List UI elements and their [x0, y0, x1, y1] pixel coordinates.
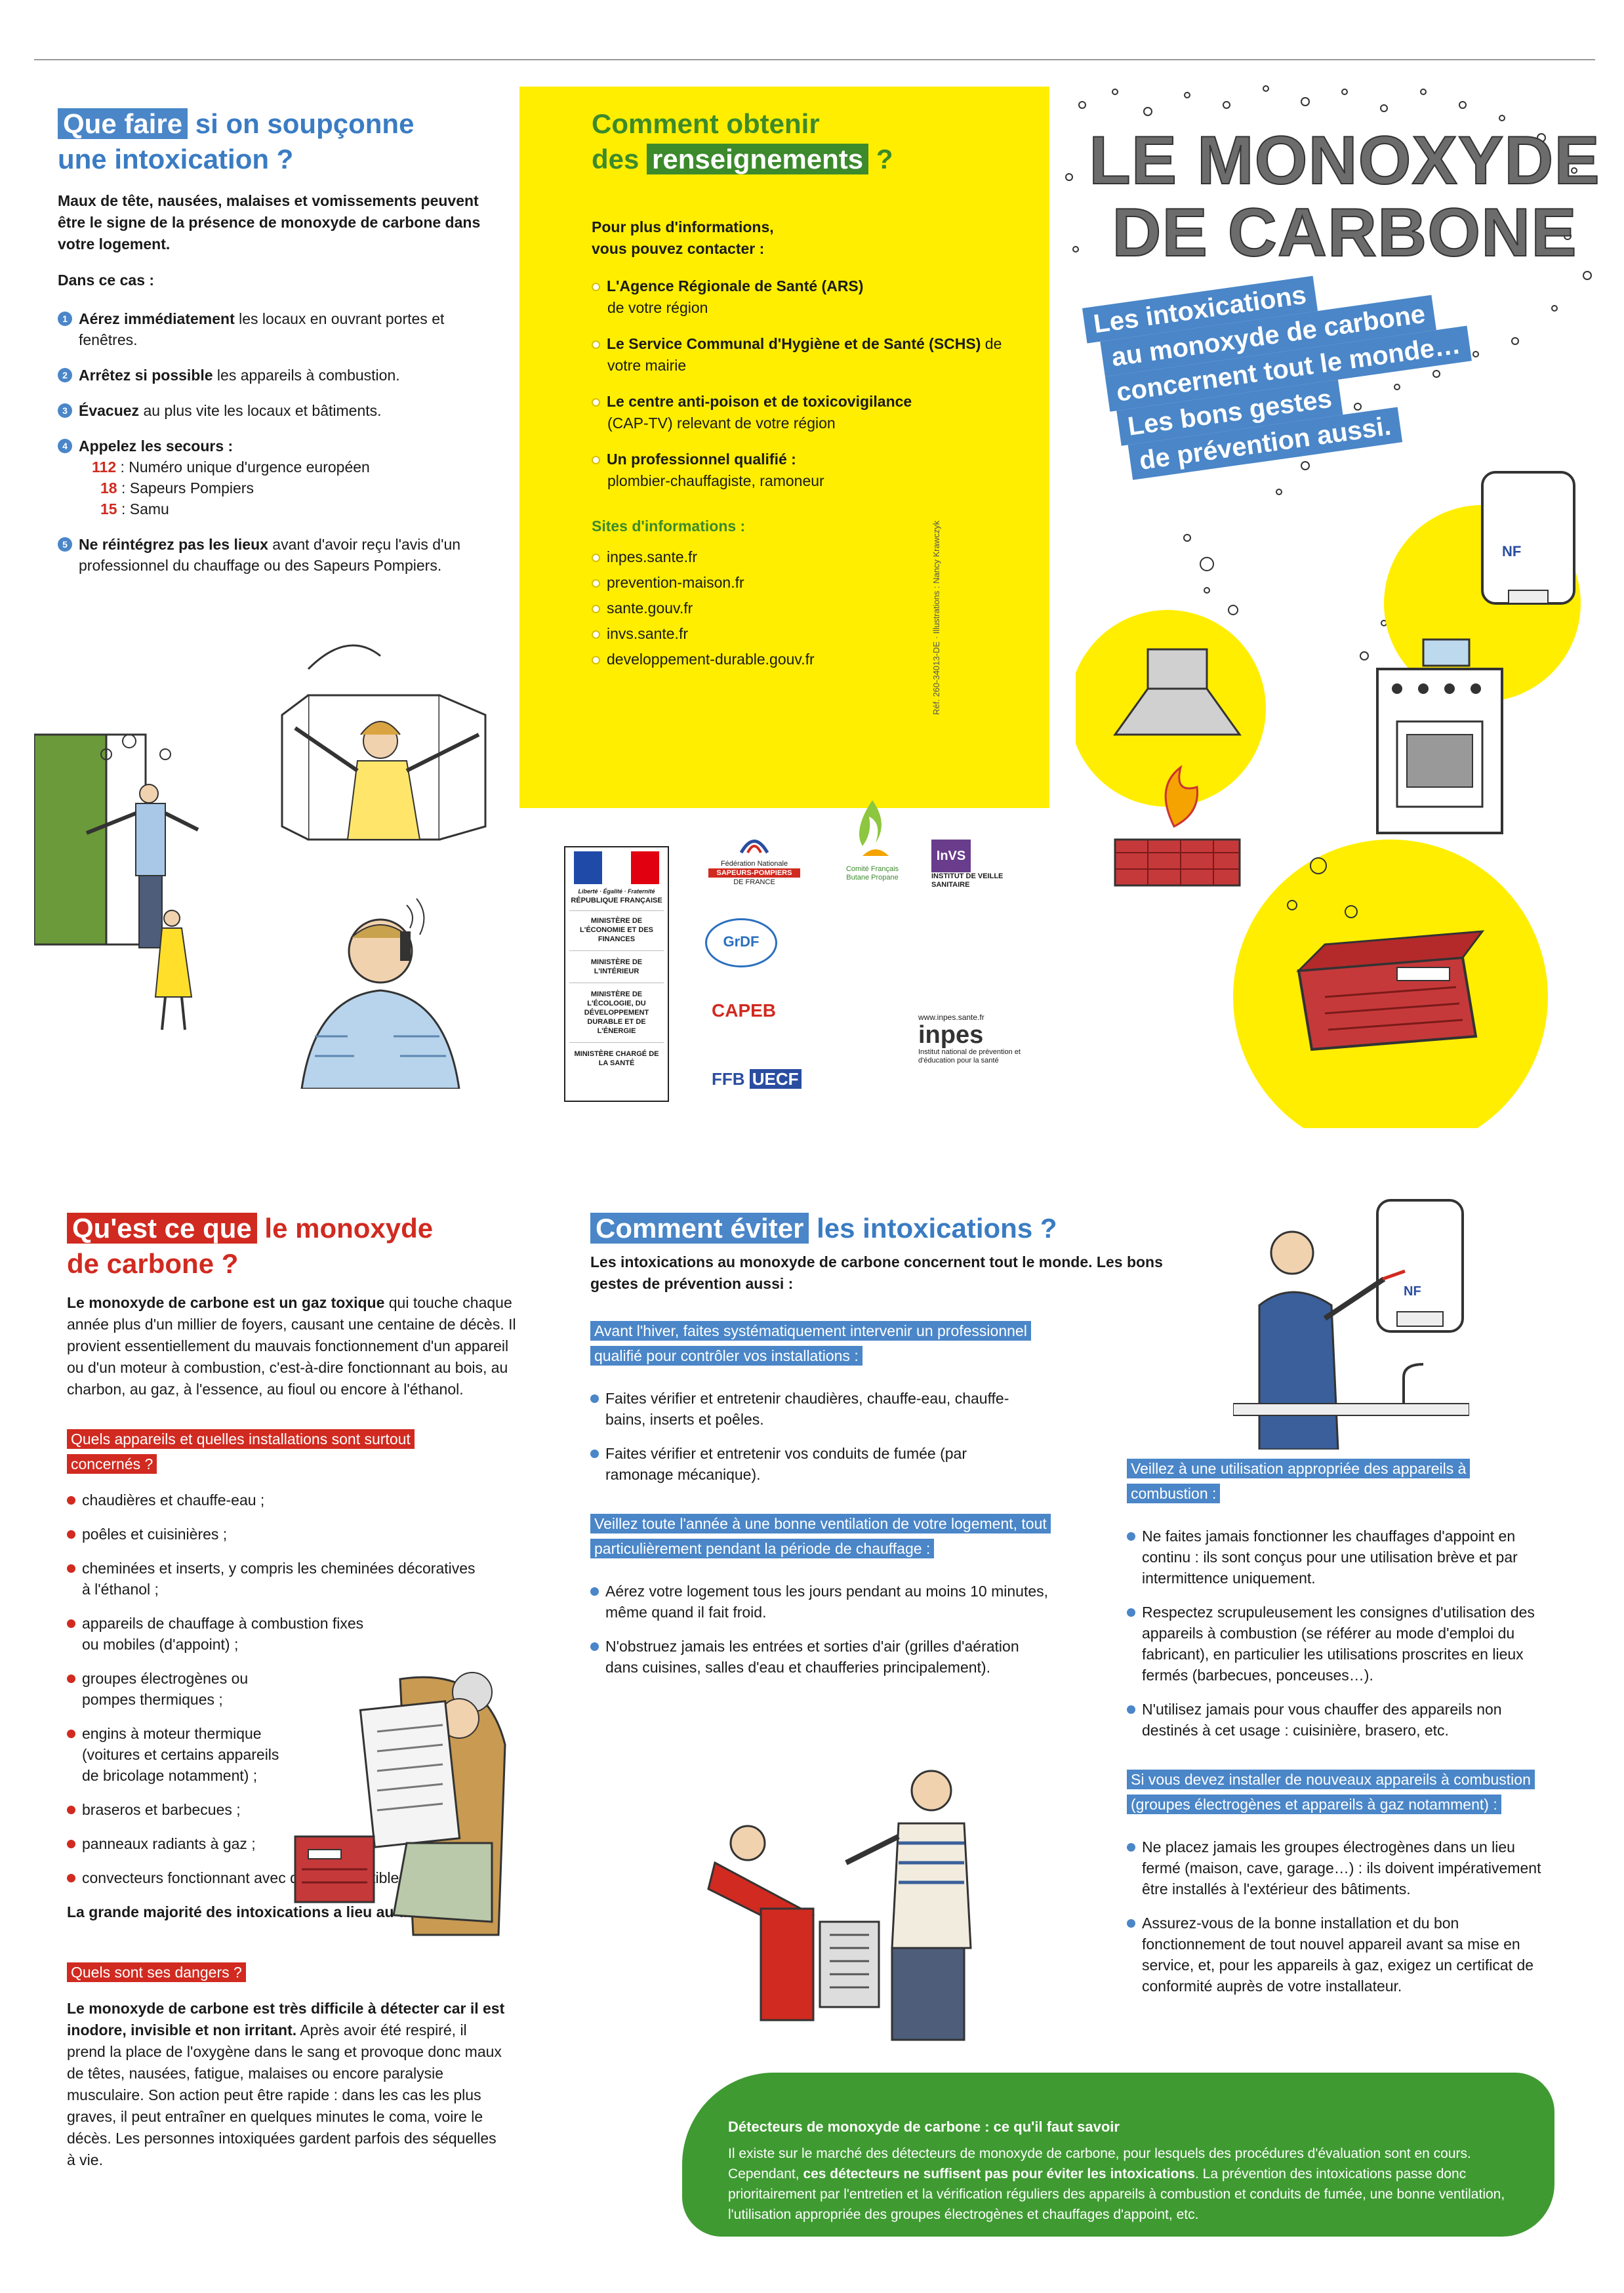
eviter-band-1: Avant l'hiver, faites systématiquement i…	[590, 1318, 1049, 1368]
eviter-item: Ne faites jamais fonctionner les chauffa…	[1127, 1526, 1547, 1589]
illustration-door-man	[34, 733, 199, 1030]
appareils-list: chaudières et chauffe-eau ; poêles et cu…	[67, 1490, 519, 1888]
eviter-item: Assurez-vous de la bonne installation et…	[1127, 1913, 1547, 1997]
illustration-vent-people	[707, 1770, 972, 2041]
sites-title: Sites d'informations :	[592, 517, 746, 535]
secours-list: 112 : Numéro unique d'urgence européen 1…	[92, 458, 370, 517]
site-link[interactable]: inpes.sante.fr	[592, 546, 1011, 568]
appareils-band: Quels appareils et quelles installations…	[67, 1427, 460, 1476]
invs-logo: InVS INSTITUT DE VEILLE SANITAIRE	[931, 840, 1030, 889]
dangers-text: Le monoxyde de carbone est très difficil…	[67, 2000, 505, 2168]
illustration-plumber	[1233, 1199, 1469, 1450]
site-link[interactable]: prevention-maison.fr	[592, 572, 1011, 594]
grdf-logo: GrDF	[705, 918, 777, 967]
illustration-window-woman	[281, 644, 487, 841]
eviter-list-3: Ne faites jamais fonctionner les chauffa…	[1127, 1526, 1547, 1741]
appareil-item: chaudières et chauffe-eau ;	[67, 1490, 519, 1511]
eviter-item: Aérez votre logement tous les jours pend…	[590, 1581, 1049, 1623]
eviter-item: Faites vérifier et entretenir chaudières…	[590, 1388, 1036, 1430]
cover-appliances-illustration	[1076, 471, 1581, 1128]
quest-intro: Le monoxyde de carbone est un gaz toxiqu…	[67, 1294, 516, 1398]
marianne-icon	[574, 851, 659, 884]
site-link[interactable]: invs.sante.fr	[592, 623, 1011, 645]
renseignements-intro: Pour plus d'informations, vous pouvez co…	[592, 218, 774, 257]
appareil-item: cheminées et inserts, y compris les chem…	[67, 1558, 487, 1600]
sites-list: inpes.sante.fr prevention-maison.fr sant…	[592, 546, 1011, 670]
que-faire-section: Que faire si on soupçonne une intoxicati…	[58, 106, 504, 590]
plumber-nf-mark: NF	[1404, 1284, 1421, 1299]
que-faire-intro: Maux de tête, nausées, malaises et vomis…	[58, 192, 481, 253]
eviter-item: Faites vérifier et entretenir vos condui…	[590, 1443, 1036, 1485]
quest-title: Qu'est ce que le monoxyde de carbone ?	[67, 1213, 434, 1279]
appareil-item: braseros et barbecues ;	[67, 1799, 519, 1820]
cover-title: LE MONOXYDE DE CARBONE	[1088, 123, 1600, 271]
appareil-item: appareils de chauffage à combustion fixe…	[67, 1613, 375, 1655]
fnsp-icon	[739, 840, 769, 854]
que-faire-title: Que faire si on soupçonne une intoxicati…	[58, 108, 415, 174]
vertical-credit: Réf. 260-34013-DE · Illustrations : Nanc…	[931, 520, 941, 715]
capeb-logo: CAPEB	[712, 1000, 777, 1021]
cfbp-flame-icon	[859, 800, 889, 856]
cfbp-logo: Comité Français Butane Propane	[830, 797, 915, 882]
dans-ce-cas: Dans ce cas :	[58, 272, 155, 289]
illustration-reading-woman	[294, 1672, 506, 1936]
appareil-item: poêles et cuisinières ;	[67, 1524, 519, 1545]
detecteurs-title: Détecteurs de monoxyde de carbone : ce q…	[728, 2119, 1120, 2135]
ffb-uecf-logo: FFB UECF	[712, 1069, 802, 1089]
eviter-list-2: Aérez votre logement tous les jours pend…	[590, 1581, 1049, 1678]
eviter-band-2: Veillez toute l'année à une bonne ventil…	[590, 1511, 1051, 1561]
renseignements-section: Comment obtenir des renseignements ? Pou…	[592, 106, 1011, 674]
site-link[interactable]: sante.gouv.fr	[592, 598, 1011, 619]
detecteurs-box: Détecteurs de monoxyde de carbone : ce q…	[682, 2073, 1554, 2237]
eviter-right-column: Veillez à une utilisation appropriée des…	[1127, 1456, 1547, 2010]
eviter-band-3: Veillez à une utilisation appropriée des…	[1127, 1456, 1547, 1506]
quest-section: Qu'est ce que le monoxyde de carbone ? L…	[67, 1211, 519, 2171]
eviter-band-4: Si vous devez installer de nouveaux appa…	[1127, 1767, 1547, 1817]
detecteurs-text: Il existe sur le marché des détecteurs d…	[728, 2146, 1505, 2222]
contact-item: Le centre anti-poison et de toxicovigila…	[592, 391, 1011, 434]
site-link[interactable]: developpement-durable.gouv.fr	[592, 649, 1011, 670]
renseignements-title: Comment obtenir des renseignements ?	[592, 108, 893, 174]
eviter-list-4: Ne placez jamais les groupes électrogène…	[1127, 1836, 1547, 1997]
renseignements-panel	[519, 87, 1049, 808]
appareil-item: groupes électrogènes ou pompes thermique…	[67, 1668, 303, 1710]
contact-item: Un professionnel qualifié :plombier-chau…	[592, 449, 1011, 492]
eviter-item: Respectez scrupuleusement les consignes …	[1127, 1602, 1547, 1686]
dangers-band: Quels sont ses dangers ?	[67, 1960, 519, 1985]
eviter-title: Comment éviter les intoxications ?	[590, 1211, 1194, 1246]
eviter-item: Ne placez jamais les groupes électrogène…	[1127, 1836, 1547, 1899]
eviter-item: N'obstruez jamais les entrées et sorties…	[590, 1636, 1049, 1678]
contact-item: L'Agence Régionale de Santé (ARS)de votr…	[592, 275, 1011, 319]
appareil-item: panneaux radiants à gaz ;	[67, 1833, 519, 1854]
ministeres-logo-block: Liberté · Égalité · Fraternité RÉPUBLIQU…	[564, 846, 669, 1102]
contacts-list: L'Agence Régionale de Santé (ARS)de votr…	[592, 275, 1011, 492]
eviter-list-1: Faites vérifier et entretenir chaudières…	[590, 1388, 1036, 1485]
illustration-phone-man	[300, 898, 460, 1089]
eviter-item: N'utilisez jamais pour vous chauffer des…	[1127, 1699, 1547, 1741]
appareil-item: engins à moteur thermique (voitures et c…	[67, 1723, 283, 1786]
fnsp-logo: Fédération Nationale SAPEURS-POMPIERS DE…	[708, 833, 800, 887]
contact-item: Le Service Communal d'Hygiène et de Sant…	[592, 333, 1011, 376]
cover-nf-mark: NF	[1502, 543, 1522, 559]
inpes-logo: www.inpes.sante.fr inpes Institut nation…	[918, 1013, 1021, 1065]
eviter-intro: Les intoxications au monoxyde de carbone…	[590, 1253, 1163, 1292]
eviter-section: Comment éviter les intoxications ? Les i…	[590, 1211, 1194, 1691]
top-border-line	[34, 59, 1595, 60]
